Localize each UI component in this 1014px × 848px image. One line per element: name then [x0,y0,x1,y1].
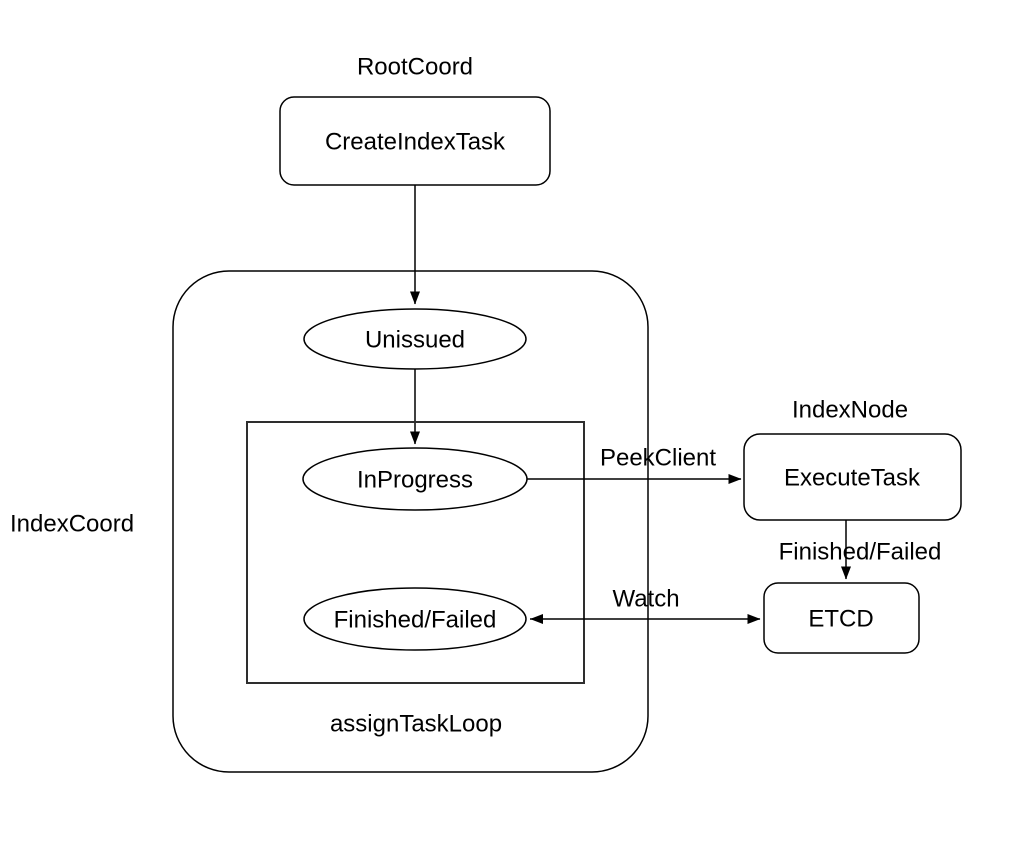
etcd-node [763,582,920,654]
indexcoord-container [172,270,649,773]
finished-failed-state-label: Finished/Failed [334,607,497,634]
finished-failed-edge-label: Finished/Failed [779,539,942,566]
peekclient-edge-label: PeekClient [600,445,716,472]
indexnode-group-label: IndexNode [792,397,908,424]
etcd-label: ETCD [808,606,873,633]
finished-failed-state-node [303,587,527,651]
inprogress-state-label: InProgress [357,467,473,494]
create-index-task-label: CreateIndexTask [325,129,506,156]
watch-edge-label: Watch [612,586,679,613]
rootcoord-group-label: RootCoord [357,54,473,81]
indexcoord-group-label: IndexCoord [10,511,134,538]
assign-task-loop-container [246,421,585,684]
unissued-state-label: Unissued [365,327,465,354]
execute-task-node [743,433,962,521]
execute-task-label: ExecuteTask [784,465,921,492]
assign-task-loop-label: assignTaskLoop [330,711,502,738]
